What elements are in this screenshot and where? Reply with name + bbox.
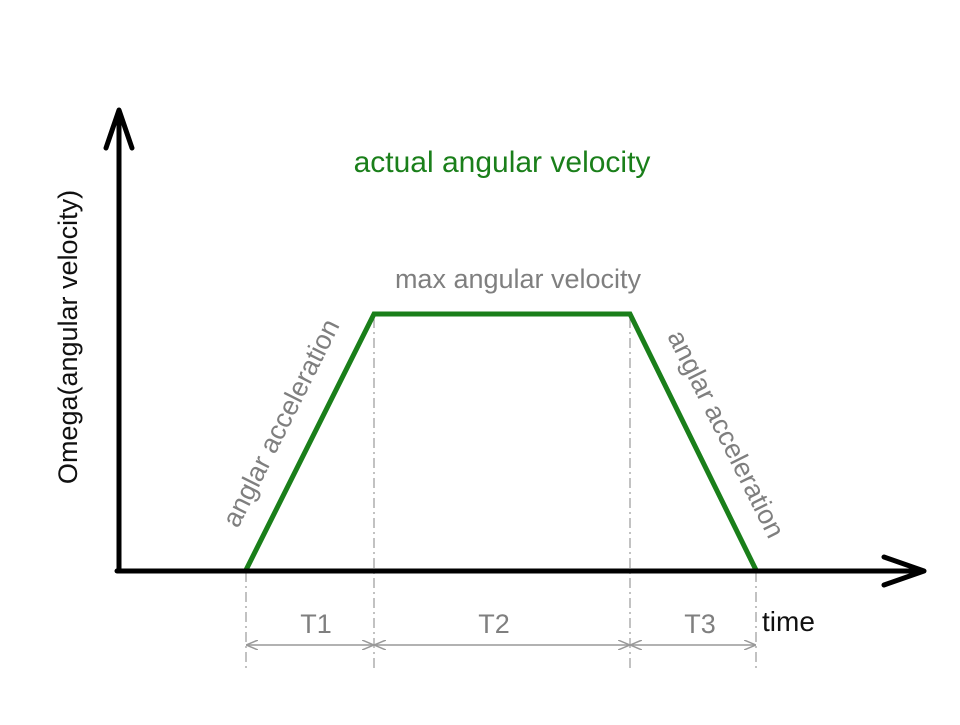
velocity-profile-line — [243, 311, 759, 572]
interval-label-t2: T2 — [478, 609, 510, 639]
y-axis-label: Omega(angular velocity) — [53, 190, 83, 484]
interval-label-t1: T1 — [300, 609, 332, 639]
guide-lines — [245, 318, 757, 672]
y-axis-arrowhead — [103, 107, 135, 151]
diagram-title: actual angular velocity — [354, 146, 651, 179]
x-axis-arrowhead — [881, 554, 927, 588]
plateau-label: max angular velocity — [395, 264, 642, 294]
interval-label-t3: T3 — [684, 609, 716, 639]
x-axis-label: time — [762, 606, 815, 637]
axes — [103, 107, 927, 588]
